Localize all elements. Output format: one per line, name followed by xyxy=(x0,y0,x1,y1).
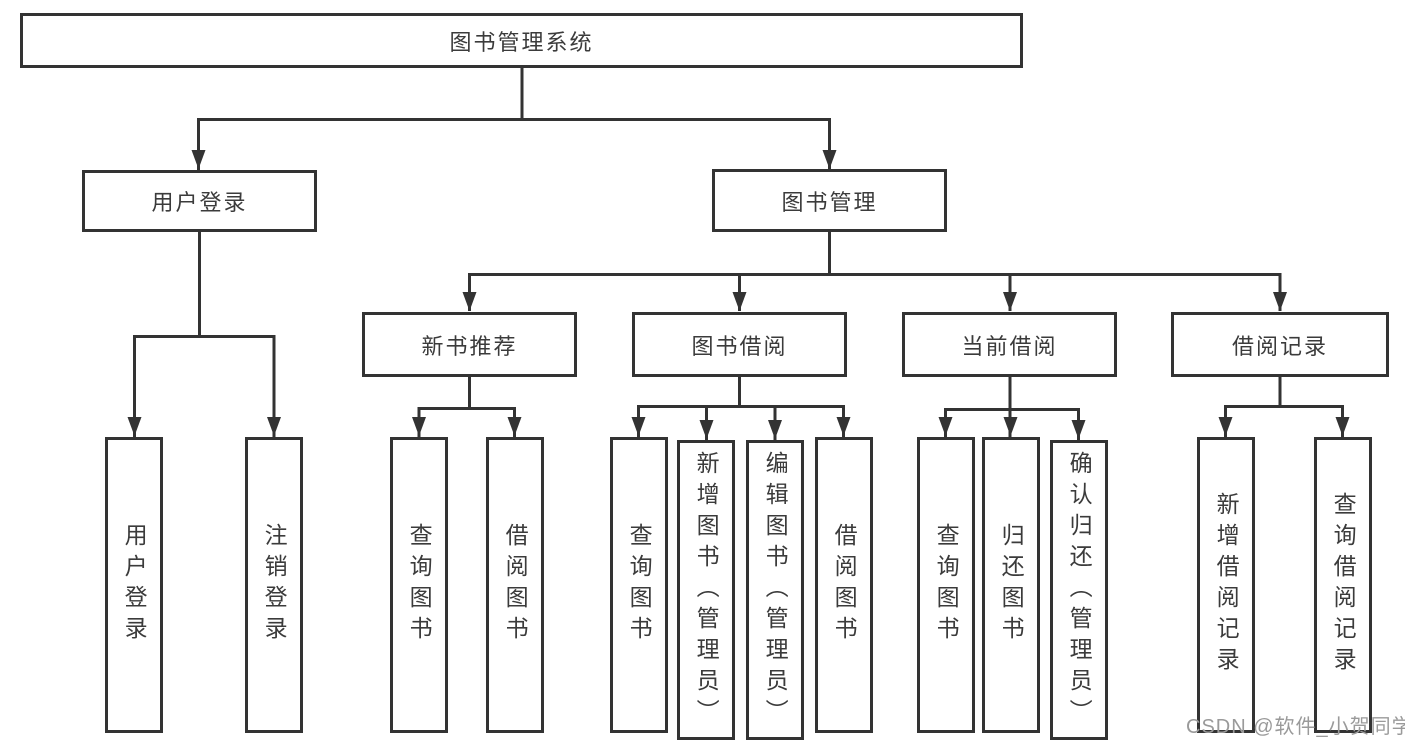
arrow-down-icon xyxy=(1273,292,1287,311)
edge-borrow-record-rail xyxy=(1224,405,1344,437)
tree-edges xyxy=(133,67,1344,440)
leaf-edit-book: 编辑图书（管理员） xyxy=(746,440,804,740)
arrowheads xyxy=(127,150,1350,439)
arrow-down-icon xyxy=(127,417,142,436)
edge-book-borrow-rail xyxy=(637,405,845,437)
leaf-query-book-3: 查询图书 xyxy=(917,437,975,733)
leaf-edit-book-label: 编辑图书（管理员） xyxy=(762,450,789,730)
node-new-book-rec: 新书推荐 xyxy=(362,312,577,377)
arrow-down-icon xyxy=(267,417,281,436)
node-user-login-label: 用户登录 xyxy=(151,190,248,215)
arrow-down-icon xyxy=(631,417,646,436)
leaf-borrow-book-2-label: 借阅图书 xyxy=(831,523,858,647)
node-book-borrow: 图书借阅 xyxy=(632,312,847,377)
leaf-borrow-book-1-label: 借阅图书 xyxy=(502,523,529,647)
node-borrow-record: 借阅记录 xyxy=(1171,312,1389,377)
leaf-query-book-1-label: 查询图书 xyxy=(406,523,433,647)
leaf-add-book-label: 新增图书（管理员） xyxy=(693,450,720,730)
leaf-query-record-label: 查询借阅记录 xyxy=(1330,492,1357,678)
leaf-logout-label: 注销登录 xyxy=(261,523,288,647)
arrow-down-icon xyxy=(1218,417,1233,436)
leaf-add-record: 新增借阅记录 xyxy=(1197,437,1255,733)
leaf-return-book-label: 归还图书 xyxy=(998,523,1025,647)
edge-book-mgmt-rail xyxy=(468,273,1282,311)
node-root-label: 图书管理系统 xyxy=(449,29,594,55)
leaf-query-book-2: 查询图书 xyxy=(610,437,668,733)
arrow-down-icon xyxy=(1071,420,1086,439)
node-root: 图书管理系统 xyxy=(20,13,1023,68)
arrow-down-icon xyxy=(462,292,477,311)
leaf-add-book: 新增图书（管理员） xyxy=(677,440,735,740)
arrow-down-icon xyxy=(822,150,837,169)
arrow-down-icon xyxy=(699,420,714,439)
leaf-query-book-1: 查询图书 xyxy=(390,437,448,733)
node-new-book-rec-label: 新书推荐 xyxy=(421,333,518,359)
arrow-down-icon xyxy=(836,417,851,436)
arrow-down-icon xyxy=(768,420,782,439)
leaf-query-book-2-label: 查询图书 xyxy=(626,523,653,647)
leaf-query-book-3-label: 查询图书 xyxy=(933,523,960,647)
edge-user-login-rail xyxy=(133,335,276,437)
node-book-mgmt: 图书管理 xyxy=(712,169,947,232)
arrow-down-icon xyxy=(732,292,747,311)
arrow-down-icon xyxy=(938,417,953,436)
node-current-borrow: 当前借阅 xyxy=(902,312,1117,377)
leaf-user-login-label: 用户登录 xyxy=(121,523,148,647)
node-book-mgmt-label: 图书管理 xyxy=(781,189,878,215)
leaf-user-login: 用户登录 xyxy=(105,437,163,733)
node-borrow-record-label: 借阅记录 xyxy=(1231,333,1328,359)
arrow-down-icon xyxy=(412,417,426,436)
leaf-borrow-book-1: 借阅图书 xyxy=(486,437,544,733)
node-user-login: 用户登录 xyxy=(82,170,317,232)
leaf-confirm-return: 确认归还（管理员） xyxy=(1050,440,1108,740)
leaf-borrow-book-2: 借阅图书 xyxy=(815,437,873,733)
node-book-borrow-label: 图书借阅 xyxy=(691,333,788,359)
leaf-logout: 注销登录 xyxy=(245,437,303,733)
leaf-query-record: 查询借阅记录 xyxy=(1314,437,1372,733)
edge-level1-rail xyxy=(197,118,831,170)
edge-new-book-rail xyxy=(417,407,516,437)
node-current-borrow-label: 当前借阅 xyxy=(961,333,1058,359)
leaf-confirm-return-label: 确认归还（管理员） xyxy=(1066,450,1093,730)
arrow-down-icon xyxy=(1003,417,1018,436)
arrow-down-icon xyxy=(1335,417,1350,436)
csdn-watermark: CSDN @软件_小贺同学 xyxy=(1186,716,1405,738)
arrow-down-icon xyxy=(1003,292,1017,311)
arrow-down-icon xyxy=(507,417,522,436)
arrow-down-icon xyxy=(191,150,206,169)
leaf-return-book: 归还图书 xyxy=(982,437,1040,733)
leaf-add-record-label: 新增借阅记录 xyxy=(1213,492,1240,678)
